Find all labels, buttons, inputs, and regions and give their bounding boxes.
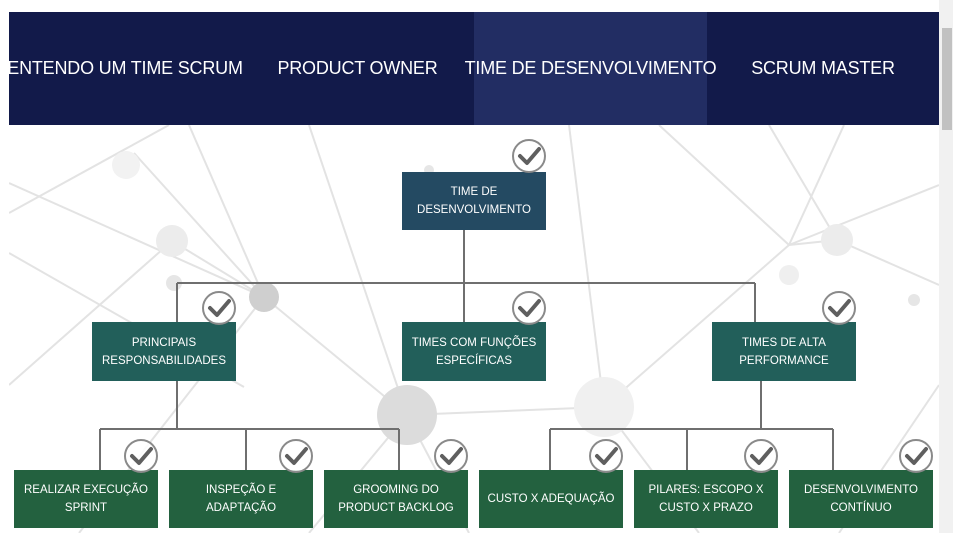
check-circle-icon [202, 291, 236, 325]
node-realizar-execucao-sprint[interactable]: REALIZAR EXECUÇÃO SPRINT [14, 470, 158, 528]
scrollbar[interactable] [939, 0, 953, 533]
check-circle-icon [512, 139, 546, 173]
check-circle-icon [434, 439, 468, 473]
check-circle-icon [899, 439, 933, 473]
node-inspecao-e-adaptacao[interactable]: INSPEÇÃO E ADAPTAÇÃO [169, 470, 313, 528]
check-circle-icon [512, 291, 546, 325]
check-circle-icon [124, 439, 158, 473]
node-pilares-escopo-custo-prazo[interactable]: PILARES: ESCOPO X CUSTO X PRAZO [634, 470, 778, 528]
tab-bar: ENTENDO UM TIME SCRUM PRODUCT OWNER TIME… [7, 12, 939, 125]
node-times-com-funcoes-especificas[interactable]: TIMES COM FUNÇÕES ESPECÍFICAS [402, 322, 546, 381]
check-circle-icon [589, 439, 623, 473]
tab-product-owner[interactable]: PRODUCT OWNER [277, 58, 438, 78]
check-circle-icon [744, 439, 778, 473]
tab-scrum-master[interactable]: SCRUM MASTER [751, 58, 895, 78]
tab-time-de-desenvolvimento[interactable]: TIME DE DESENVOLVIMENTO [465, 12, 717, 125]
check-circle-icon [822, 291, 856, 325]
node-desenvolvimento-continuo[interactable]: DESENVOLVIMENTO CONTÍNUO [789, 470, 933, 528]
node-time-de-desenvolvimento[interactable]: TIME DE DESENVOLVIMENTO [402, 172, 546, 230]
node-times-de-alta-performance[interactable]: TIMES DE ALTA PERFORMANCE [712, 322, 856, 381]
tree-connector-lines [99, 230, 834, 470]
org-chart-area: TIME DE DESENVOLVIMENTO PRINCIPAIS RESPO… [9, 125, 939, 533]
node-grooming-do-product-backlog[interactable]: GROOMING DO PRODUCT BACKLOG [324, 470, 468, 528]
check-circle-icon [279, 439, 313, 473]
tab-entendo-um-time-scrum[interactable]: ENTENDO UM TIME SCRUM [7, 58, 243, 78]
node-principais-responsabilidades[interactable]: PRINCIPAIS RESPONSABILIDADES [92, 322, 236, 381]
scrollbar-thumb[interactable] [942, 28, 952, 130]
node-custo-x-adequacao[interactable]: CUSTO X ADEQUAÇÃO [479, 470, 623, 528]
